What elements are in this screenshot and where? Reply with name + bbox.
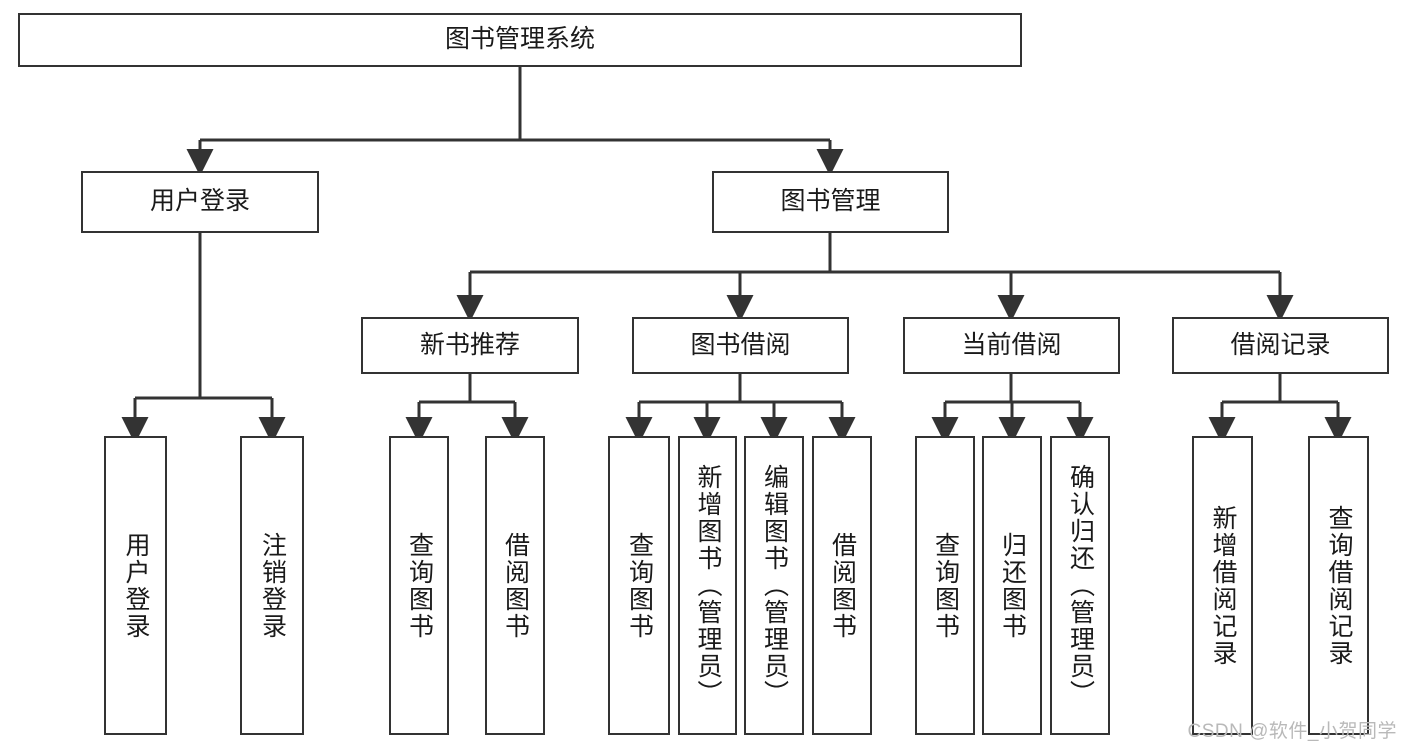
- node-leaf-query-borrow-record[interactable]: 查询借阅记录: [1308, 436, 1369, 735]
- node-leaf-user-login[interactable]: 用户登录: [104, 436, 167, 735]
- node-leaf-confirm-return-admin-label: 确认归还（管理员）: [1066, 464, 1095, 707]
- node-leaf-user-logout-label: 注销登录: [258, 531, 287, 640]
- node-leaf-add-borrow-record[interactable]: 新增借阅记录: [1192, 436, 1253, 735]
- node-leaf-add-book-admin-label: 新增图书（管理员）: [694, 464, 722, 707]
- node-leaf-user-logout[interactable]: 注销登录: [240, 436, 304, 735]
- node-book-borrow-label: 图书借阅: [690, 330, 791, 359]
- node-root[interactable]: 图书管理系统: [18, 13, 1022, 67]
- node-current-borrow-label: 当前借阅: [961, 330, 1062, 359]
- node-leaf-return-book[interactable]: 归还图书: [982, 436, 1042, 735]
- node-leaf-add-book-admin[interactable]: 新增图书（管理员）: [678, 436, 737, 735]
- node-leaf-edit-book-admin[interactable]: 编辑图书（管理员）: [744, 436, 804, 735]
- node-borrow-record[interactable]: 借阅记录: [1172, 317, 1389, 374]
- csdn-watermark: CSDN @软件_小贺同学: [1187, 721, 1397, 742]
- node-leaf-borrow-book[interactable]: 借阅图书: [812, 436, 872, 735]
- node-current-borrow[interactable]: 当前借阅: [903, 317, 1120, 374]
- node-user-login-module[interactable]: 用户登录: [81, 171, 319, 233]
- node-leaf-query-book-current[interactable]: 查询图书: [915, 436, 975, 735]
- node-leaf-query-borrow-record-label: 查询借阅记录: [1325, 504, 1353, 667]
- node-user-login-module-label: 用户登录: [149, 187, 250, 216]
- node-leaf-borrow-book-recommend-label: 借阅图书: [501, 531, 530, 640]
- node-root-label: 图书管理系统: [444, 25, 595, 54]
- node-leaf-edit-book-admin-label: 编辑图书（管理员）: [760, 464, 789, 707]
- node-leaf-query-book-borrow[interactable]: 查询图书: [608, 436, 670, 735]
- node-leaf-return-book-label: 归还图书: [998, 531, 1027, 640]
- node-leaf-borrow-book-label: 借阅图书: [828, 531, 857, 640]
- node-book-borrow[interactable]: 图书借阅: [632, 317, 849, 374]
- node-leaf-query-book-recommend[interactable]: 查询图书: [389, 436, 449, 735]
- node-book-management-module[interactable]: 图书管理: [712, 171, 949, 233]
- node-book-management-module-label: 图书管理: [780, 187, 881, 216]
- node-leaf-confirm-return-admin[interactable]: 确认归还（管理员）: [1050, 436, 1110, 735]
- node-leaf-query-book-borrow-label: 查询图书: [625, 531, 654, 640]
- node-leaf-user-login-label: 用户登录: [122, 531, 150, 640]
- node-leaf-add-borrow-record-label: 新增借阅记录: [1209, 504, 1237, 667]
- node-leaf-query-book-recommend-label: 查询图书: [405, 531, 434, 640]
- node-leaf-borrow-book-recommend[interactable]: 借阅图书: [485, 436, 545, 735]
- node-new-book-recommend[interactable]: 新书推荐: [361, 317, 579, 374]
- node-borrow-record-label: 借阅记录: [1230, 330, 1331, 359]
- node-leaf-query-book-current-label: 查询图书: [931, 531, 960, 640]
- node-new-book-recommend-label: 新书推荐: [419, 330, 520, 359]
